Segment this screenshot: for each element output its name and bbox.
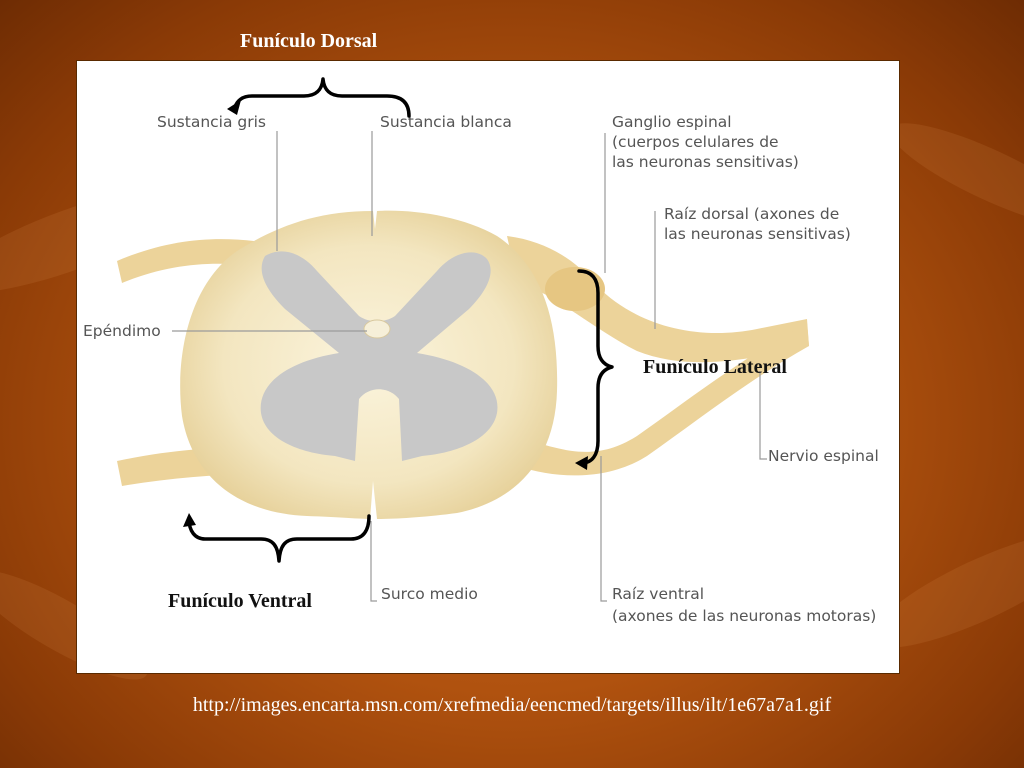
gray-matter	[260, 251, 498, 461]
source-url: http://images.encarta.msn.com/xrefmedia/…	[192, 694, 832, 716]
label-ganglion-line1: Ganglio espinal	[612, 113, 732, 131]
label-spinal-nerve: Nervio espinal	[768, 447, 879, 465]
heading-funiculo-dorsal: Funículo Dorsal	[240, 30, 378, 52]
label-median-sulcus: Surco medio	[381, 585, 478, 603]
diagram-panel: Sustancia gris Sustancia blanca Ganglio …	[76, 60, 900, 674]
background-streak	[879, 105, 1024, 245]
label-ependyma: Epéndimo	[83, 322, 161, 340]
label-ventral-root-line2: (axones de las neuronas motoras)	[612, 607, 876, 625]
dorsal-funiculus-brace	[233, 77, 411, 118]
ventral-brace-arrowhead	[183, 513, 196, 527]
central-canal	[363, 319, 391, 339]
spinal-ganglion	[545, 267, 605, 311]
label-white-matter: Sustancia blanca	[380, 113, 512, 131]
label-ganglion-line2: (cuerpos celulares de	[612, 133, 779, 151]
leader-median-sulcus	[370, 521, 377, 602]
annotation-funiculo-ventral: Funículo Ventral	[168, 590, 312, 612]
label-ventral-root-line1: Raíz ventral	[612, 585, 704, 603]
leader-ventral-root	[600, 456, 607, 602]
label-gray-matter: Sustancia gris	[157, 113, 266, 131]
leader-spinal-nerve	[759, 371, 767, 460]
annotation-funiculo-lateral: Funículo Lateral	[643, 356, 787, 378]
spinal-cord-diagram: Sustancia gris Sustancia blanca Ganglio …	[83, 77, 879, 625]
label-ganglion-line3: las neuronas sensitivas)	[612, 153, 799, 171]
lateral-funiculus-brace	[577, 269, 614, 465]
ventral-root-right	[517, 323, 809, 476]
ventral-funiculus-brace	[187, 514, 371, 563]
lateral-brace-arrowhead	[575, 456, 588, 470]
dorsal-brace-arrowhead	[227, 100, 241, 115]
label-dorsal-root-line2: las neuronas sensitivas)	[664, 225, 851, 243]
label-dorsal-root-line1: Raíz dorsal (axones de	[664, 205, 839, 223]
